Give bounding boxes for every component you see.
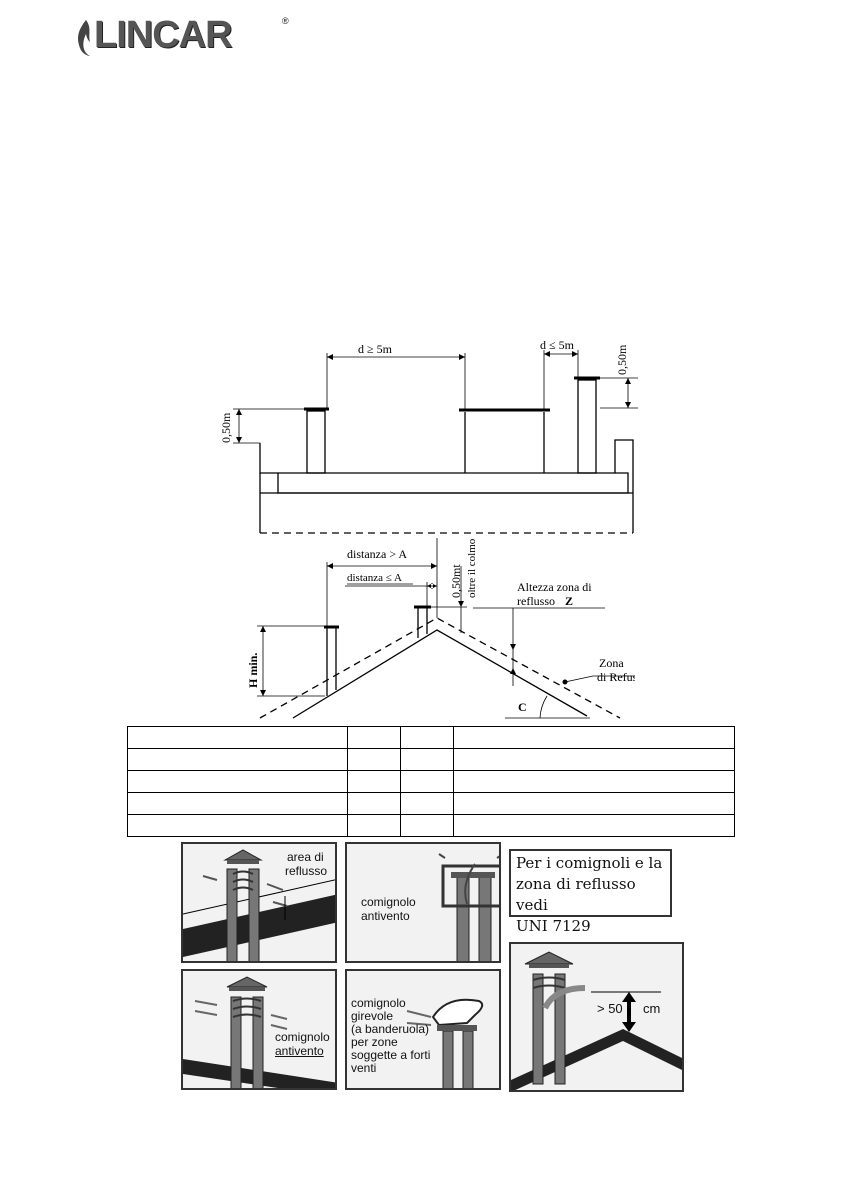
lincar-logo: LINCAR ® <box>72 14 292 58</box>
panel-ridge-height: > 50 cm <box>509 942 684 1092</box>
rotating-cowl-text: comignolo girevole (a banderuola) per zo… <box>351 997 430 1075</box>
flat-roof-diagram: d ≥ 5m d ≤ 5m 0,50m 0,50m <box>219 338 638 534</box>
windproof-2-text-2: antivento <box>275 1044 324 1058</box>
ridge-height-value: > 50 <box>597 1001 623 1016</box>
flame-icon <box>78 20 90 56</box>
logo-text: LINCAR <box>94 14 233 56</box>
height-right-label: 0,50m <box>615 344 629 375</box>
table-row <box>127 770 735 793</box>
zone-label-2: di Refusso <box>597 670 635 684</box>
windproof-cowl-2-illustration <box>183 976 335 1088</box>
rotating-cowl-illustration <box>406 998 484 1088</box>
rotating-text-line: per zone <box>351 1035 398 1049</box>
windproof-text-2: antivento <box>361 909 410 923</box>
distance-le-label: distanza ≤ A <box>347 572 402 584</box>
panel-windproof-cowl-2: comignolo antivento <box>181 969 337 1090</box>
h-min-label: H min. <box>246 653 260 688</box>
zone-height-z: Z <box>565 594 573 608</box>
rotating-text-line: comignolo <box>351 996 406 1010</box>
dist-near-label: d ≤ 5m <box>540 338 575 352</box>
note-line-1: Per i comignoli e la <box>516 854 663 872</box>
rotating-text-line: girevole <box>351 1009 394 1023</box>
windproof-2-text-1: comignolo <box>275 1030 330 1044</box>
zone-height-label-2: reflusso <box>517 594 555 608</box>
windproof-cowl-illustration <box>438 853 499 961</box>
uni-note: Per i comignoli e la zona di reflusso ve… <box>509 849 672 935</box>
table-row <box>127 748 735 771</box>
table-row <box>127 792 735 815</box>
note-line-3: UNI 7129 <box>516 917 591 935</box>
zone-label-1: Zona <box>599 656 624 670</box>
reflux-area-text-2: reflusso <box>285 864 328 878</box>
specs-table <box>127 726 735 837</box>
windproof-text-1: comignolo <box>361 895 416 909</box>
zone-height-label-1: Altezza zona di <box>517 580 592 594</box>
distance-gt-label: distanza > A <box>347 547 407 561</box>
logo-registered: ® <box>282 16 289 26</box>
rotating-text-line: venti <box>351 1061 377 1075</box>
dist-far-label: d ≥ 5m <box>358 342 393 356</box>
rotating-text-line: soggette a forti <box>351 1048 431 1062</box>
angle-c-label: C <box>518 700 527 714</box>
pitched-roof-diagram: distanza > A distanza ≤ A 0,50mt oltre i… <box>246 538 635 719</box>
ridge-height-label: 0,50mt <box>449 564 463 598</box>
panel-rotating-cowl: comignolo girevole (a banderuola) per zo… <box>345 969 501 1090</box>
reflux-area-text-1: area di <box>287 850 324 864</box>
panel-reflux-area: area di reflusso <box>181 842 337 963</box>
table-row <box>127 814 735 837</box>
reflux-area-illustration <box>183 849 335 961</box>
note-line-2: zona di reflusso vedi <box>516 875 636 914</box>
rotating-text-line: (a banderuola) <box>351 1022 430 1036</box>
ridge-over-label: oltre il colmo <box>466 538 478 598</box>
table-row <box>127 726 735 749</box>
ridge-height-unit: cm <box>643 1001 661 1016</box>
ridge-height-illustration <box>511 951 682 1090</box>
height-left-label: 0,50m <box>219 412 233 443</box>
panel-windproof-cowl: comignolo antivento <box>345 842 501 963</box>
